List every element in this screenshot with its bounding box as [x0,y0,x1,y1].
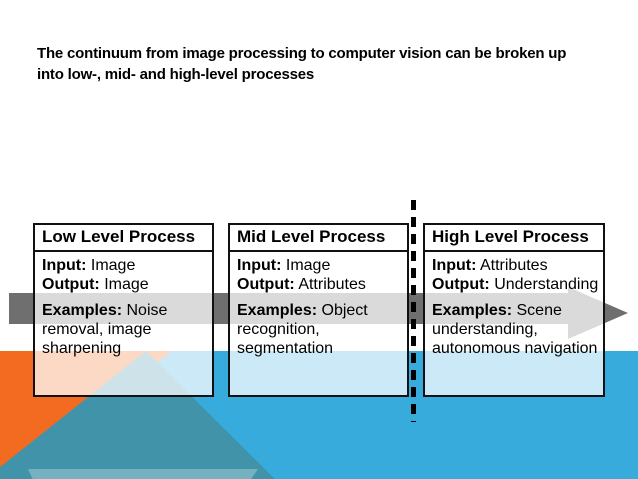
input-label: Input: [42,257,87,274]
background-light-strip [28,469,258,479]
output-value: Understanding [494,276,599,293]
slide-title: The continuum from image processing to c… [37,43,566,85]
process-box-high-body: Input: Attributes Output: Understanding … [425,252,603,358]
process-box-low: Low Level Process Input: Image Output: I… [33,223,214,397]
input-line: Input: Image [42,256,209,275]
output-label: Output: [432,276,490,293]
examples-label: Examples: [42,302,123,319]
process-box-high-title: High Level Process [425,225,603,252]
output-line: Output: Attributes [237,275,404,294]
process-box-mid: Mid Level Process Input: Image Output: A… [228,223,409,397]
output-value: Attributes [298,276,366,293]
output-value: Image [104,276,149,293]
process-box-mid-title: Mid Level Process [230,225,407,252]
examples-value: Object recognition, segmentation [237,302,368,357]
process-box-mid-body: Input: Image Output: Attributes Examples… [230,252,407,358]
slide-title-line-2: into low-, mid- and high-level processes [37,66,315,83]
slide-title-line-1: The continuum from image processing to c… [37,45,567,62]
input-value: Image [285,257,331,274]
examples-line: Examples: Noise removal, image sharpenin… [42,301,209,358]
input-label: Input: [432,257,477,274]
output-label: Output: [42,276,100,293]
examples-value: Noise removal, image sharpening [42,302,168,357]
output-label: Output: [237,276,295,293]
examples-label: Examples: [237,302,318,319]
process-box-low-title: Low Level Process [35,225,212,252]
input-line: Input: Image [237,256,404,275]
vertical-dashed-divider [411,200,416,422]
examples-line: Examples: Scene understanding, autonomou… [432,301,600,358]
process-box-low-body: Input: Image Output: Image Examples: Noi… [35,252,212,358]
output-line: Output: Understanding [432,275,600,294]
output-line: Output: Image [42,275,209,294]
input-label: Input: [237,257,282,274]
process-box-high: High Level Process Input: Attributes Out… [423,223,605,397]
input-line: Input: Attributes [432,256,600,275]
examples-line: Examples: Object recognition, segmentati… [237,301,404,358]
input-value: Image [90,257,136,274]
examples-value: Scene understanding, autonomous navigati… [432,302,598,357]
input-value: Attributes [479,257,548,274]
examples-label: Examples: [432,302,513,319]
